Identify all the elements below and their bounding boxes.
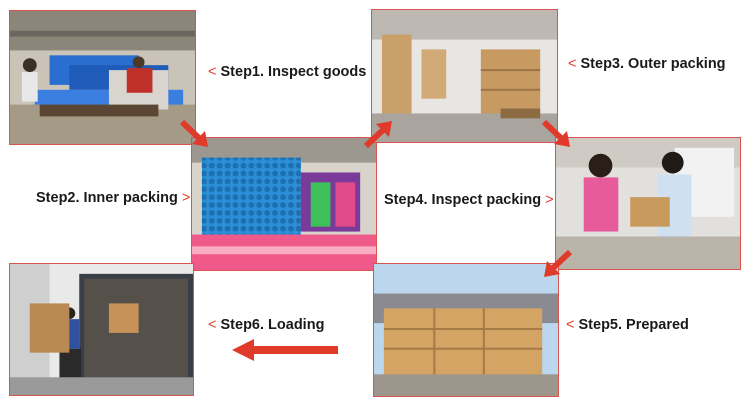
step5-photo bbox=[373, 263, 559, 397]
arrow-step3-to-step4-icon bbox=[541, 119, 570, 147]
step1-photo bbox=[9, 10, 196, 145]
step5-label: < Step5. Prepared bbox=[566, 317, 689, 333]
arrow-step2-to-step3-icon bbox=[363, 121, 392, 149]
arrow-step4-to-step5-icon bbox=[544, 249, 573, 277]
arrow-step1-to-step2-icon bbox=[179, 119, 208, 147]
chevron-left-icon: < bbox=[568, 56, 577, 72]
arrow-step5-to-step6-icon bbox=[232, 339, 338, 361]
step1-text: Step1. Inspect goods bbox=[220, 64, 367, 80]
step1-label: < Step1. Inspect goods bbox=[208, 64, 366, 80]
step2-label: Step2. Inner packing > bbox=[36, 190, 190, 206]
step6-photo bbox=[9, 263, 194, 396]
step4-label: Step4. Inspect packing > bbox=[384, 192, 554, 208]
chevron-left-icon: < bbox=[566, 317, 575, 333]
step2-text: Step2. Inner packing bbox=[36, 190, 178, 206]
step3-text: Step3. Outer packing bbox=[580, 56, 726, 72]
step2-photo bbox=[191, 137, 377, 271]
step3-photo bbox=[371, 9, 558, 143]
step4-text: Step4. Inspect packing bbox=[384, 192, 542, 208]
chevron-right-icon: > bbox=[181, 190, 191, 206]
chevron-right-icon: > bbox=[545, 192, 554, 208]
step4-photo bbox=[555, 137, 741, 270]
step3-label: < Step3. Outer packing bbox=[568, 56, 726, 72]
step6-text: Step6. Loading bbox=[220, 317, 325, 333]
chevron-left-icon: < bbox=[208, 317, 217, 333]
step6-label: < Step6. Loading bbox=[208, 317, 324, 333]
step5-text: Step5. Prepared bbox=[578, 317, 689, 333]
chevron-left-icon: < bbox=[208, 64, 217, 80]
